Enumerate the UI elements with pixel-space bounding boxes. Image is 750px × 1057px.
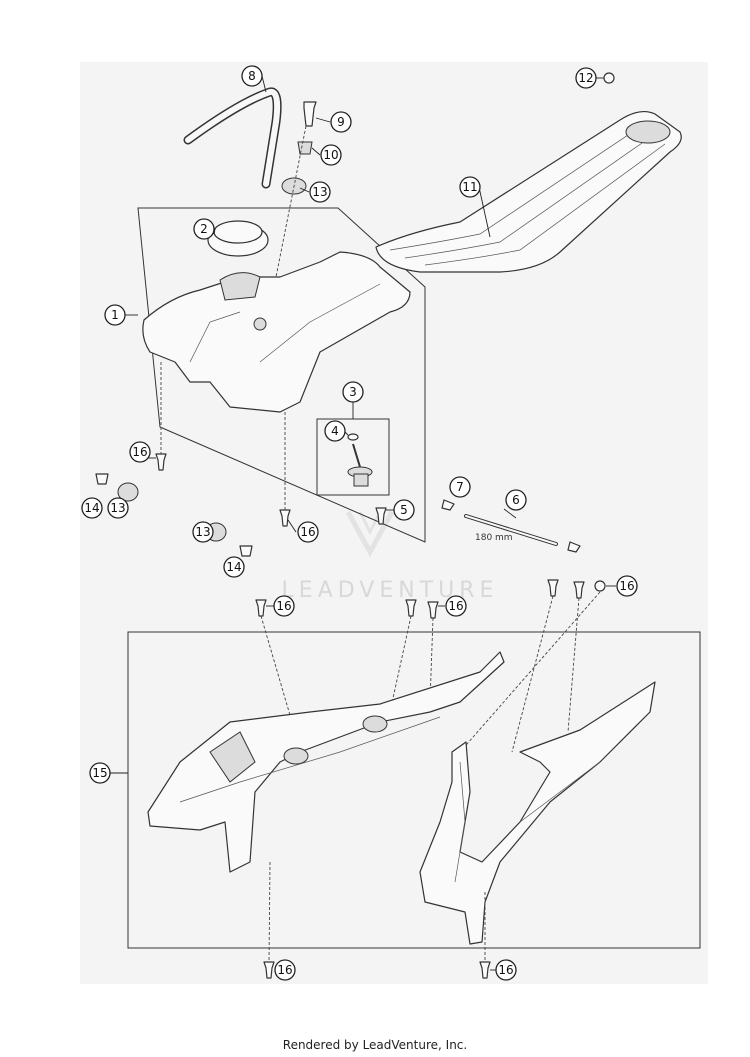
breather-hose [183, 87, 282, 189]
spoiler-box [127, 631, 701, 949]
svg-text:8: 8 [248, 69, 256, 83]
screw-16-d [405, 599, 417, 617]
svg-text:16: 16 [300, 525, 315, 539]
callout-16-1: 16 [129, 441, 151, 463]
screw-5 [375, 507, 387, 525]
callout-16-2: 16 [297, 521, 319, 543]
callout-16-6: 16 [274, 959, 296, 981]
rubber-13-a [117, 482, 139, 502]
screw-16-c [255, 599, 267, 617]
callout-16-3: 16 [273, 595, 295, 617]
screw-7-b [567, 541, 581, 553]
bushing-10 [297, 141, 313, 155]
measurement-label: 180 mm [475, 533, 513, 543]
spoiler-left [147, 651, 505, 873]
svg-text:6: 6 [512, 493, 520, 507]
svg-text:1: 1 [111, 308, 119, 322]
screw-7-a [441, 499, 455, 511]
screw-14-a [95, 473, 109, 485]
svg-text:16: 16 [498, 963, 513, 977]
callout-4-1: 4 [324, 420, 346, 442]
svg-text:16: 16 [619, 579, 634, 593]
svg-text:14: 14 [84, 501, 99, 515]
svg-text:16: 16 [132, 445, 147, 459]
svg-text:10: 10 [323, 148, 338, 162]
fuel-tank-box [137, 207, 426, 543]
exploded-view-svg: LEADVENTURE 180 mm [81, 65, 701, 981]
svg-text:11: 11 [462, 180, 477, 194]
callout-3-1: 3 [342, 381, 364, 403]
screw-16-j [479, 961, 491, 979]
callout-11-1: 11 [459, 176, 481, 198]
screw-16-b [279, 509, 291, 527]
svg-text:13: 13 [195, 525, 210, 539]
callout-13-1: 13 [309, 181, 331, 203]
callout-13-3: 13 [192, 521, 214, 543]
svg-text:7: 7 [456, 480, 464, 494]
svg-text:15: 15 [92, 766, 107, 780]
screw-16-h [594, 580, 606, 592]
svg-text:16: 16 [448, 599, 463, 613]
svg-text:16: 16 [277, 963, 292, 977]
screw-16-e [427, 601, 439, 619]
screw-16-g [573, 581, 585, 599]
o-ring-4 [347, 433, 359, 441]
seat [375, 110, 682, 273]
callout-13-2: 13 [107, 497, 129, 519]
watermark-text: LEADVENTURE [282, 578, 499, 603]
callout-5-1: 5 [393, 499, 415, 521]
callout-12-1: 12 [575, 67, 597, 89]
svg-text:14: 14 [226, 560, 241, 574]
svg-text:16: 16 [276, 599, 291, 613]
callout-16-7: 16 [495, 959, 517, 981]
callout-8-1: 8 [241, 65, 263, 87]
svg-text:3: 3 [349, 385, 357, 399]
screw-9 [303, 101, 317, 127]
svg-text:2: 2 [200, 222, 208, 236]
callout-1-1: 1 [104, 304, 126, 326]
svg-text:4: 4 [331, 424, 339, 438]
callout-14-1: 14 [81, 497, 103, 519]
callout-10-1: 10 [320, 144, 342, 166]
screw-16-a [155, 453, 167, 471]
svg-text:5: 5 [400, 503, 408, 517]
callout-6-1: 6 [505, 489, 527, 511]
watermark-logo [345, 510, 395, 558]
callout-16-4: 16 [445, 595, 467, 617]
callout-15-1: 15 [89, 762, 111, 784]
screw-16-i [263, 961, 275, 979]
callout-7-1: 7 [449, 476, 471, 498]
footer-credit: Rendered by LeadVenture, Inc. [282, 1038, 468, 1052]
svg-text:13: 13 [312, 185, 327, 199]
fuel-tank [142, 251, 411, 413]
svg-text:13: 13 [110, 501, 125, 515]
callout-2-1: 2 [193, 218, 215, 240]
parts-diagram: LEADVENTURE 180 mm [80, 62, 708, 984]
callout-14-2: 14 [223, 556, 245, 578]
screw-16-f [547, 579, 559, 597]
svg-text:12: 12 [578, 71, 593, 85]
svg-text:9: 9 [337, 115, 345, 129]
callout-16-5: 16 [616, 575, 638, 597]
screw-14-b [239, 545, 253, 557]
screw-12 [603, 72, 615, 84]
callout-9-1: 9 [330, 111, 352, 133]
spoiler-right [419, 681, 656, 945]
